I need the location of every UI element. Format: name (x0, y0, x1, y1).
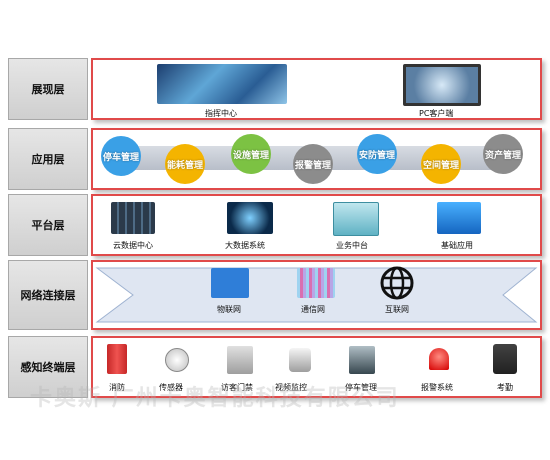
telecom-icon (297, 268, 335, 298)
layer-terminal: 感知终端层 消防 传感器 访客门禁 视频监控 停车管理 报警系统 考勤 (8, 336, 542, 398)
item-caption: 消防 (109, 383, 125, 392)
layer-body: 停车管理 能耗管理 设施管理 报警管理 安防管理 空间管理 资产管理 (91, 128, 542, 190)
command-center-image (157, 64, 287, 104)
item-caption: 访客门禁 (221, 383, 253, 392)
item-caption: 指挥中心 (205, 109, 237, 118)
layer-label: 应用层 (8, 128, 88, 190)
layer-body: 云数据中心 大数据系统 业务中台 基础应用 (91, 194, 542, 256)
pc-client-image (403, 64, 481, 106)
data-center-image (111, 202, 155, 234)
watermark: 卡奥斯 广州卡奥智能科技有限公司 (30, 386, 400, 411)
sensor-icon (165, 348, 189, 372)
layer-label: 平台层 (8, 194, 88, 256)
layer-label: 网络连接层 (8, 260, 88, 330)
business-platform-image (333, 202, 379, 236)
app-circle-facility: 设施管理 (231, 134, 271, 174)
layer-body: 物联网 通信网 互联网 (91, 260, 542, 330)
item-caption: 通信网 (301, 305, 325, 314)
item-caption: 互联网 (385, 305, 409, 314)
item-caption: 传感器 (159, 383, 183, 392)
app-circle-energy: 能耗管理 (165, 144, 205, 184)
item-caption: 报警系统 (421, 383, 453, 392)
camera-icon (289, 348, 311, 372)
big-data-image (227, 202, 273, 234)
app-circle-asset: 资产管理 (483, 134, 523, 174)
layer-body: 消防 传感器 访客门禁 视频监控 停车管理 报警系统 考勤 (91, 336, 542, 398)
item-caption: PC客户端 (419, 109, 454, 118)
fire-extinguisher-icon (107, 344, 127, 374)
internet-globe-icon (380, 266, 414, 300)
attendance-device-icon (493, 344, 517, 374)
layer-network: 网络连接层 物联网 通信网 互联网 (8, 260, 542, 330)
parking-icon (349, 346, 375, 374)
layer-platform: 平台层 云数据中心 大数据系统 业务中台 基础应用 (8, 194, 542, 256)
item-caption: 大数据系统 (225, 241, 265, 250)
access-gate-icon (227, 346, 253, 374)
layer-body: 指挥中心 PC客户端 (91, 58, 542, 120)
app-circle-alarm: 报警管理 (293, 144, 333, 184)
layer-presentation: 展现层 指挥中心 PC客户端 (8, 58, 542, 120)
item-caption: 物联网 (217, 305, 241, 314)
item-caption: 停车管理 (345, 383, 377, 392)
item-caption: 基础应用 (441, 241, 473, 250)
app-circle-space: 空间管理 (421, 144, 461, 184)
app-circle-parking: 停车管理 (101, 136, 141, 176)
layer-label: 展现层 (8, 58, 88, 120)
item-caption: 业务中台 (336, 241, 368, 250)
basic-app-image (437, 202, 481, 234)
app-circle-security: 安防管理 (357, 134, 397, 174)
item-caption: 视频监控 (275, 383, 307, 392)
item-caption: 云数据中心 (113, 241, 153, 250)
item-caption: 考勤 (497, 383, 513, 392)
layer-application: 应用层 停车管理 能耗管理 设施管理 报警管理 安防管理 空间管理 资产管理 (8, 128, 542, 190)
alarm-light-icon (429, 348, 449, 370)
layer-label: 感知终端层 (8, 336, 88, 398)
iot-icon (211, 268, 249, 298)
